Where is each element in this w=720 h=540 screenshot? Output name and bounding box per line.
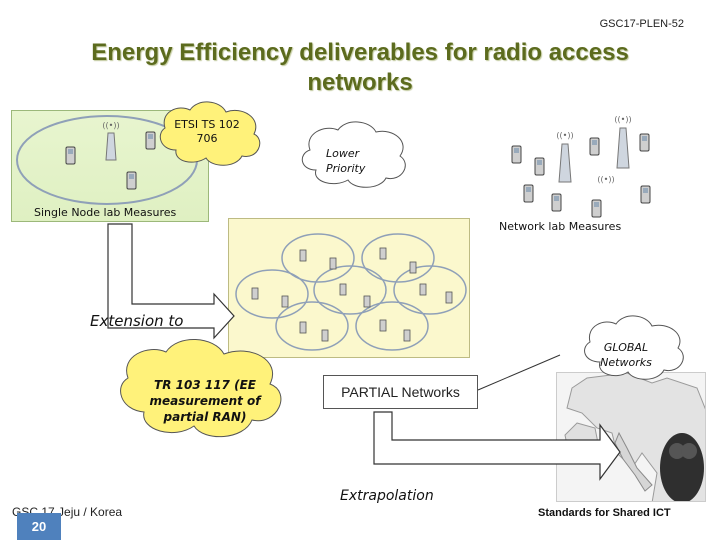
mobile-phone-icon bbox=[379, 319, 387, 332]
cell-ellipse-icon bbox=[235, 269, 309, 319]
page-number-badge: 20 bbox=[17, 513, 61, 540]
global-networks-label: GLOBAL Networks bbox=[600, 341, 652, 369]
mobile-phone-icon bbox=[419, 283, 427, 296]
mobile-phone-icon bbox=[403, 329, 411, 342]
mobile-phone-icon bbox=[379, 247, 387, 260]
mobile-phone-icon bbox=[363, 295, 371, 308]
mobile-phone-icon bbox=[65, 146, 76, 165]
footer-tagline: Standards for Shared ICT bbox=[538, 507, 671, 519]
svg-text:((•)): ((•)) bbox=[102, 121, 119, 130]
document-id: GSC17-PLEN-52 bbox=[599, 18, 684, 30]
cloud-callout-icon bbox=[301, 121, 406, 188]
mobile-phone-icon bbox=[281, 295, 289, 308]
europe-map-icon bbox=[556, 372, 706, 502]
network-lab-caption: Network lab Measures bbox=[499, 220, 622, 233]
connector-line bbox=[477, 354, 561, 391]
antenna-tower-icon: ((•)) bbox=[556, 131, 574, 183]
cloud-callout-icon bbox=[120, 339, 282, 438]
mobile-phone-icon bbox=[511, 145, 522, 164]
extension-arrow bbox=[107, 223, 235, 340]
partial-network-panel bbox=[228, 218, 470, 358]
antenna-tower-icon: ((•)) bbox=[597, 175, 614, 184]
cell-ellipse-icon bbox=[361, 233, 435, 283]
mobile-phone-icon bbox=[534, 157, 545, 176]
tr-callout-label: TR 103 117 (EE measurement of partial RA… bbox=[149, 378, 261, 424]
svg-text:((•)): ((•)) bbox=[597, 175, 614, 184]
extension-label: Extension to bbox=[90, 312, 184, 330]
mobile-phone-icon bbox=[126, 171, 137, 190]
mobile-phone-icon bbox=[523, 184, 534, 203]
mobile-phone-icon bbox=[251, 287, 259, 300]
mobile-phone-icon bbox=[640, 185, 651, 204]
mobile-phone-icon bbox=[589, 137, 600, 156]
mobile-phone-icon bbox=[299, 249, 307, 262]
cell-ellipse-icon bbox=[275, 301, 349, 351]
mobile-phone-icon bbox=[551, 193, 562, 212]
cell-ellipse-icon bbox=[393, 265, 467, 315]
slide-title: Energy Efficiency deliverables for radio… bbox=[91, 39, 629, 96]
extrapolation-label: Extrapolation bbox=[340, 488, 434, 504]
svg-text:((•)): ((•)) bbox=[556, 131, 573, 140]
svg-text:((•)): ((•)) bbox=[614, 115, 631, 124]
partial-networks-box: PARTIAL Networks bbox=[323, 375, 478, 409]
mobile-phone-icon bbox=[145, 131, 156, 150]
extrapolation-arrow bbox=[373, 411, 621, 481]
mobile-phone-icon bbox=[339, 283, 347, 296]
mobile-phone-icon bbox=[329, 257, 337, 270]
mobile-phone-icon bbox=[299, 321, 307, 334]
mobile-phone-icon bbox=[445, 291, 453, 304]
lower-priority-label: Lower Priority bbox=[326, 147, 366, 175]
antenna-tower-icon: ((•)) bbox=[614, 115, 632, 169]
cloud-callout-icon bbox=[159, 101, 261, 166]
cloud-callout-icon bbox=[584, 315, 684, 380]
etsi-ts-label: ETSI TS 102 706 bbox=[174, 118, 240, 145]
mobile-phone-icon bbox=[409, 261, 417, 274]
mobile-phone-icon bbox=[591, 199, 602, 218]
mobile-phone-icon bbox=[321, 329, 329, 342]
mobile-phone-icon bbox=[639, 133, 650, 152]
cell-ellipse-icon bbox=[313, 265, 387, 315]
cell-ellipse-icon bbox=[281, 233, 355, 283]
single-node-caption: Single Node lab Measures bbox=[34, 206, 177, 219]
cell-ellipse-icon bbox=[355, 301, 429, 351]
antenna-tower-icon: ((•)) bbox=[102, 121, 120, 161]
